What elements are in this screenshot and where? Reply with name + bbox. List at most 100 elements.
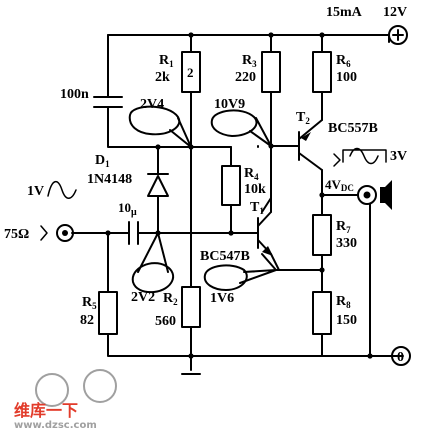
- junction-emitter: [319, 267, 325, 273]
- r4-value: 10k: [244, 182, 266, 197]
- transistor-t2: [298, 119, 323, 171]
- callout-2v4-bubble: [128, 105, 181, 136]
- output-dc-label: 4VDC: [325, 177, 354, 193]
- junction-d1-node: [155, 144, 161, 150]
- r6-name: R6: [336, 53, 351, 69]
- d1-name: D1: [95, 153, 110, 169]
- junction-top-r6: [319, 32, 325, 38]
- zero-terminal: [391, 346, 411, 366]
- r4-name: R4: [244, 166, 259, 182]
- input-impedance: 75Ω: [4, 227, 29, 242]
- supply-label: 12V: [383, 5, 407, 20]
- r8-body: [312, 291, 332, 335]
- r5-bottom-wire: [107, 333, 404, 357]
- junction-input: [105, 230, 111, 236]
- current-label: 15mA: [326, 5, 363, 20]
- transistor-t1: [257, 145, 280, 271]
- junction-top-r1: [188, 32, 194, 38]
- output-scope-tick: [333, 153, 341, 167]
- output-terminal-pin: [363, 191, 371, 199]
- r3-value: 220: [235, 70, 256, 85]
- junction-output: [319, 192, 325, 198]
- r5-name: R5: [82, 295, 97, 311]
- r1-body: [181, 51, 201, 93]
- c1-bottom-wire: [107, 106, 192, 148]
- input-terminal: [56, 224, 74, 242]
- terminals: [56, 25, 411, 366]
- callout-10v9-bubble: [210, 109, 258, 137]
- r4-body: [221, 165, 241, 206]
- t2-part: BC557B: [328, 121, 378, 136]
- supply-terminal-plus: [392, 29, 404, 41]
- input-amplitude: 1V: [27, 184, 44, 199]
- d1-part: 1N4148: [87, 172, 132, 187]
- r2-body: [181, 286, 201, 328]
- r3-body: [261, 51, 281, 93]
- r3-bottom-wire: [270, 91, 300, 147]
- callout-1v6-pointer: [239, 269, 277, 284]
- r5-body: [98, 291, 118, 335]
- watermark-url: www.dzsc.com: [14, 420, 97, 430]
- r6-body: [312, 51, 332, 93]
- input-arrow-icon: [40, 225, 48, 241]
- supply-terminal: [388, 25, 408, 45]
- coupling-cap-label: 10μ: [118, 200, 137, 218]
- r5-value: 82: [80, 313, 94, 328]
- output-terminal: [357, 185, 377, 205]
- callout-2v4-pointer: [169, 117, 192, 148]
- watermark-logo-icon-2: [83, 369, 117, 403]
- junction-ground: [188, 353, 194, 359]
- t2-collector-leg: [298, 152, 323, 171]
- c1-plates: [93, 96, 123, 108]
- r8-value: 150: [336, 313, 357, 328]
- r7-name: R7: [336, 219, 351, 235]
- input-sine-icon: [47, 181, 77, 199]
- diode-d1: [147, 173, 169, 197]
- callout-2v2-pointer: [137, 232, 169, 273]
- callout-1v6-bubble: [203, 264, 248, 291]
- watermark: 维库一下 www.dzsc.com: [14, 369, 117, 430]
- r2-name: R2: [163, 291, 178, 307]
- signal-icons: [40, 147, 387, 241]
- d1-triangle: [147, 175, 169, 197]
- output-scope-icon: [342, 147, 387, 165]
- t2-emitter-arrow: [301, 132, 311, 141]
- watermark-chinese: 维库一下: [14, 401, 78, 420]
- junction-zero: [367, 353, 373, 359]
- voltage-10v9: 10V9: [214, 97, 245, 112]
- r2-value: 560: [155, 314, 176, 329]
- resistors: [98, 51, 332, 335]
- zero-label: 0: [397, 350, 404, 365]
- t1-name: T1: [250, 200, 264, 216]
- t2-emitter-leg: [298, 119, 323, 140]
- output-connector-icon: [380, 180, 392, 210]
- t1-emitter-link: [270, 253, 280, 271]
- r8-name: R8: [336, 294, 351, 310]
- r1-body-label: 2: [187, 65, 194, 80]
- junction-base: [228, 230, 234, 236]
- voltage-2v2: 2V2: [131, 290, 155, 305]
- c1-label: 100n: [60, 87, 89, 102]
- t2-name: T2: [296, 110, 310, 126]
- r7-value: 330: [336, 236, 357, 251]
- callout-2v2-bubble: [131, 262, 175, 294]
- output-amplitude: 3V: [390, 149, 407, 164]
- c2-plates: [128, 221, 139, 245]
- voltage-1v6: 1V6: [210, 291, 234, 306]
- t1-emitter-wire: [261, 253, 323, 271]
- wires: [71, 34, 404, 375]
- labels: 15mA 12V 0 100n R1 2k 2 R3 220 R6 100 R4…: [4, 5, 407, 365]
- r6-value: 100: [336, 70, 357, 85]
- r7-body: [312, 214, 332, 256]
- r3-name: R3: [242, 53, 257, 69]
- r1-value: 2k: [155, 70, 170, 85]
- input-terminal-pin: [62, 230, 68, 236]
- probe-callouts: [128, 105, 277, 294]
- r1-name: R1: [159, 53, 174, 69]
- junction-top-r3: [268, 32, 274, 38]
- capacitors: [93, 96, 139, 245]
- t1-collector-wire: [257, 145, 272, 213]
- t1-part: BC547B: [200, 249, 250, 264]
